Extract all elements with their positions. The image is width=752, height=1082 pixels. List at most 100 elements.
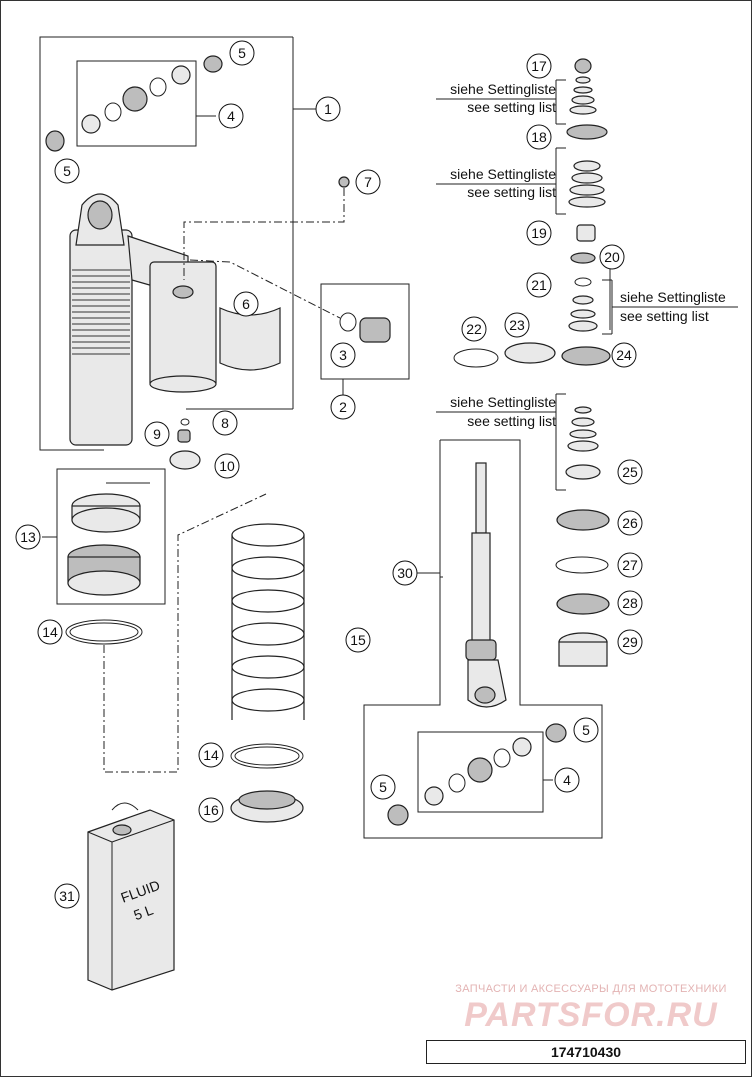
svg-text:22: 22 <box>466 321 482 337</box>
callout-9: 9 <box>144 421 170 447</box>
setting-note-1: siehe Settingliste see setting list <box>436 81 556 115</box>
dash-spring-outline <box>103 493 267 773</box>
svg-text:17: 17 <box>531 58 547 74</box>
svg-text:24: 24 <box>616 347 632 363</box>
ring-part-14b <box>230 743 304 769</box>
setting-note-3: siehe Settingliste see setting list <box>612 289 738 324</box>
cap-part-10 <box>169 450 201 470</box>
svg-text:2: 2 <box>339 399 347 415</box>
callout-17: 17 <box>526 53 552 79</box>
watermark-logo: PARTSFOR.RU <box>464 996 718 1034</box>
ring-part-22 <box>453 348 499 368</box>
svg-text:5: 5 <box>63 163 71 179</box>
svg-text:7: 7 <box>364 174 372 190</box>
svg-text:see setting list: see setting list <box>620 308 709 324</box>
callout-31: 31 <box>54 883 80 909</box>
callout-25: 25 <box>617 459 643 485</box>
bearing-kit-top <box>45 55 223 152</box>
callout-23: 23 <box>504 312 530 338</box>
callout-5b: 5 <box>54 158 80 184</box>
bearing-group-4-box <box>76 60 197 147</box>
callout-4a: 4 <box>218 103 244 129</box>
shock-group-frame <box>39 36 293 451</box>
svg-text:28: 28 <box>622 595 638 611</box>
valve-part-3 <box>339 312 391 343</box>
svg-text:5: 5 <box>582 722 590 738</box>
callout-28: 28 <box>617 590 643 616</box>
svg-text:5: 5 <box>379 779 387 795</box>
callouts-left: 1 2 3 4 5 5 6 7 8 9 10 13 14 15 14 16 4 … <box>15 40 599 823</box>
callout-29: 29 <box>617 629 643 655</box>
bearing-kit-bottom <box>387 723 567 826</box>
svg-text:5: 5 <box>238 45 246 61</box>
callout-16: 16 <box>198 797 224 823</box>
screw-part-7 <box>338 176 350 188</box>
svg-text:siehe Settingliste: siehe Settingliste <box>450 81 556 97</box>
callout-5d: 5 <box>370 774 396 800</box>
svg-text:29: 29 <box>622 634 638 650</box>
svg-text:15: 15 <box>350 632 366 648</box>
svg-text:27: 27 <box>622 557 638 573</box>
callout-24: 24 <box>611 342 637 368</box>
svg-text:20: 20 <box>604 249 620 265</box>
svg-text:19: 19 <box>531 225 547 241</box>
oring-part-8 <box>180 418 190 426</box>
ring-part-14b-inner <box>234 746 300 766</box>
callout-8: 8 <box>212 410 238 436</box>
svg-text:8: 8 <box>221 415 229 431</box>
svg-text:siehe Settingliste: siehe Settingliste <box>450 394 556 410</box>
sleeve-part-6 <box>219 307 281 371</box>
svg-text:21: 21 <box>531 277 547 293</box>
svg-text:14: 14 <box>42 624 58 640</box>
ring-part-14a <box>65 619 143 645</box>
callout-19: 19 <box>526 220 552 246</box>
callout-15: 15 <box>345 627 371 653</box>
callout-2: 2 <box>330 394 356 420</box>
watermark-caption: ЗАПЧАСТИ И АКСЕССУАРЫ ДЛЯ МОТОТЕХНИКИ <box>455 983 727 995</box>
callout-22: 22 <box>461 316 487 342</box>
callout-7: 7 <box>355 169 381 195</box>
callouts-right: 17 18 19 20 21 22 23 24 25 26 27 28 29 3… <box>54 53 643 909</box>
svg-text:6: 6 <box>242 296 250 312</box>
svg-text:18: 18 <box>531 129 547 145</box>
preload-adjuster-13 <box>67 482 150 596</box>
svg-text:30: 30 <box>397 565 413 581</box>
callout-1: 1 <box>315 96 341 122</box>
callout-5c: 5 <box>573 717 599 743</box>
svg-text:31: 31 <box>59 888 75 904</box>
svg-text:23: 23 <box>509 317 525 333</box>
svg-text:13: 13 <box>20 529 36 545</box>
setting-note-4: siehe Settingliste see setting list <box>436 394 556 429</box>
piston-rod-part-30 <box>465 462 507 708</box>
callout-13: 13 <box>15 524 41 550</box>
svg-text:see setting list: see setting list <box>467 184 556 200</box>
callout-18: 18 <box>526 124 552 150</box>
shim-stack-upper <box>561 58 611 366</box>
callout-27: 27 <box>617 552 643 578</box>
fluid-can-part-31 <box>87 802 175 991</box>
document-number: 174710430 <box>426 1040 746 1064</box>
callout-21: 21 <box>526 272 552 298</box>
ring-part-14a-inner <box>69 622 139 642</box>
svg-text:siehe Settingliste: siehe Settingliste <box>450 166 556 182</box>
callout-5a: 5 <box>229 40 255 66</box>
svg-text:9: 9 <box>153 426 161 442</box>
svg-text:14: 14 <box>203 747 219 763</box>
shim-stack-lower <box>555 406 610 667</box>
callout-30: 30 <box>392 560 418 586</box>
spring-part-15 <box>231 523 305 720</box>
setting-note-2: siehe Settingliste see setting list <box>436 166 556 200</box>
dash-7 <box>183 188 345 280</box>
callout-10: 10 <box>214 453 240 479</box>
callout-4b: 4 <box>554 767 580 793</box>
svg-text:16: 16 <box>203 802 219 818</box>
spring-seat-part-16-top <box>238 790 296 810</box>
fluid-can-volume: 5 L <box>131 901 155 923</box>
callout-3: 3 <box>330 342 356 368</box>
svg-text:4: 4 <box>563 772 571 788</box>
callout-14a: 14 <box>37 619 63 645</box>
svg-text:26: 26 <box>622 515 638 531</box>
callout-14b: 14 <box>198 742 224 768</box>
